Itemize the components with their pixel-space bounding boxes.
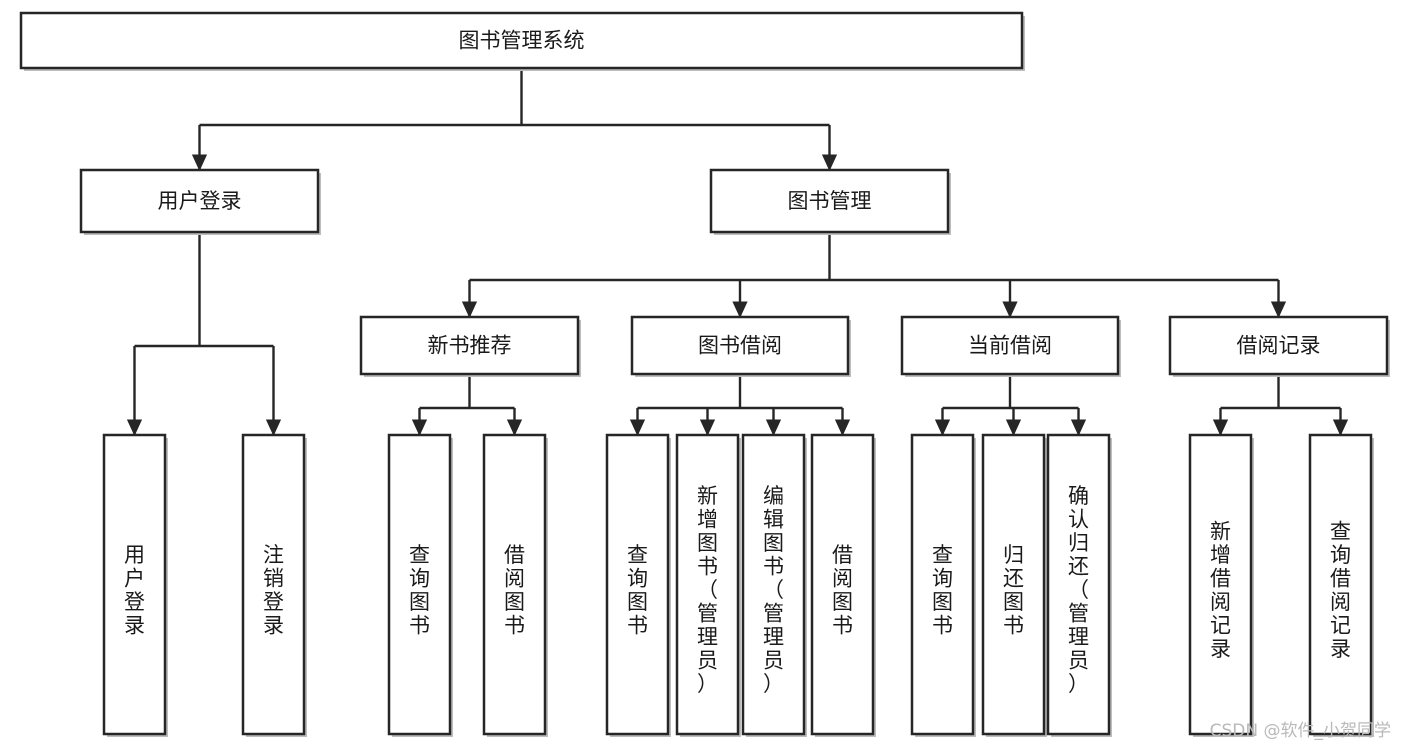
- edge-group: [191, 68, 838, 172]
- node-box[interactable]: [910, 433, 975, 736]
- node-label: 新书推荐: [428, 334, 512, 358]
- node-label: 新增借阅记录: [1210, 519, 1231, 661]
- node-label: 图书借阅: [698, 334, 782, 358]
- watermark-text: CSDN @软件_小贺同学: [1209, 721, 1391, 741]
- node-n-book-mgmt[interactable]: 图书管理: [709, 168, 951, 235]
- node-label: 新增图书（管理员）: [697, 484, 718, 696]
- node-box[interactable]: [605, 433, 670, 736]
- node-l-query-book-a[interactable]: 查询图书: [387, 433, 453, 737]
- node-l-borrow-book-b[interactable]: 借阅图书: [810, 433, 876, 737]
- node-box[interactable]: [241, 433, 306, 736]
- node-label: 确认归还（管理员）: [1068, 484, 1089, 696]
- node-label: 用户登录: [124, 543, 145, 638]
- node-l-query-record[interactable]: 查询借阅记录: [1308, 433, 1374, 737]
- node-label: 借阅图书: [832, 543, 853, 638]
- edge-group: [411, 374, 523, 437]
- node-l-edit-book[interactable]: 编辑图书（管理员）: [741, 433, 807, 737]
- node-label: 注销登录: [263, 543, 284, 638]
- node-l-add-record[interactable]: 新增借阅记录: [1188, 433, 1254, 737]
- edge-group: [629, 374, 851, 437]
- node-label: 查询图书: [932, 543, 953, 638]
- node-label: 编辑图书（管理员）: [763, 484, 784, 696]
- node-box[interactable]: [900, 315, 1120, 376]
- node-box[interactable]: [482, 433, 547, 736]
- node-label: 借阅图书: [504, 543, 525, 638]
- node-box[interactable]: [981, 433, 1046, 736]
- node-label: 查询图书: [409, 543, 430, 638]
- node-box[interactable]: [1046, 433, 1111, 736]
- node-n-history[interactable]: 借阅记录: [1168, 315, 1390, 377]
- node-l-query-book-b[interactable]: 查询图书: [605, 433, 671, 737]
- node-label: 查询图书: [627, 543, 648, 638]
- node-box[interactable]: [79, 168, 320, 234]
- node-box[interactable]: [675, 433, 740, 736]
- node-l-user-login[interactable]: 用户登录: [102, 433, 168, 737]
- edge-group: [1212, 374, 1349, 437]
- edge-group: [461, 232, 1287, 319]
- node-n-new-rec[interactable]: 新书推荐: [359, 315, 581, 377]
- node-box[interactable]: [709, 168, 950, 234]
- node-label: 图书管理: [788, 189, 872, 213]
- node-box[interactable]: [1308, 433, 1373, 736]
- node-box[interactable]: [1168, 315, 1389, 376]
- node-box[interactable]: [630, 315, 850, 376]
- node-label: 当前借阅: [968, 334, 1052, 358]
- node-box[interactable]: [741, 433, 806, 736]
- node-label: 查询借阅记录: [1330, 519, 1351, 661]
- node-box[interactable]: [1188, 433, 1253, 736]
- node-l-logout[interactable]: 注销登录: [241, 433, 307, 737]
- node-n-current[interactable]: 当前借阅: [900, 315, 1121, 377]
- node-box[interactable]: [810, 433, 875, 736]
- node-l-borrow-book-a[interactable]: 借阅图书: [482, 433, 548, 737]
- node-box[interactable]: [359, 315, 580, 376]
- edge-group: [126, 232, 282, 437]
- node-root[interactable]: 图书管理系统: [19, 11, 1025, 71]
- node-box[interactable]: [102, 433, 167, 736]
- nodes-layer: 图书管理系统用户登录图书管理新书推荐图书借阅当前借阅借阅记录用户登录注销登录查询…: [19, 11, 1390, 737]
- node-box[interactable]: [19, 11, 1024, 70]
- node-label: 归还图书: [1003, 543, 1024, 638]
- node-n-borrow[interactable]: 图书借阅: [630, 315, 851, 377]
- node-label: 用户登录: [158, 189, 242, 213]
- edges-layer: [126, 68, 1349, 437]
- node-l-return-book[interactable]: 归还图书: [981, 433, 1047, 737]
- node-box[interactable]: [387, 433, 452, 736]
- node-l-confirm-return[interactable]: 确认归还（管理员）: [1046, 433, 1112, 737]
- node-label: 图书管理系统: [459, 29, 585, 53]
- node-l-add-book[interactable]: 新增图书（管理员）: [675, 433, 741, 737]
- node-n-user-login[interactable]: 用户登录: [79, 168, 321, 235]
- node-l-query-book-c[interactable]: 查询图书: [910, 433, 976, 737]
- node-label: 借阅记录: [1237, 334, 1321, 358]
- edge-group: [934, 374, 1087, 437]
